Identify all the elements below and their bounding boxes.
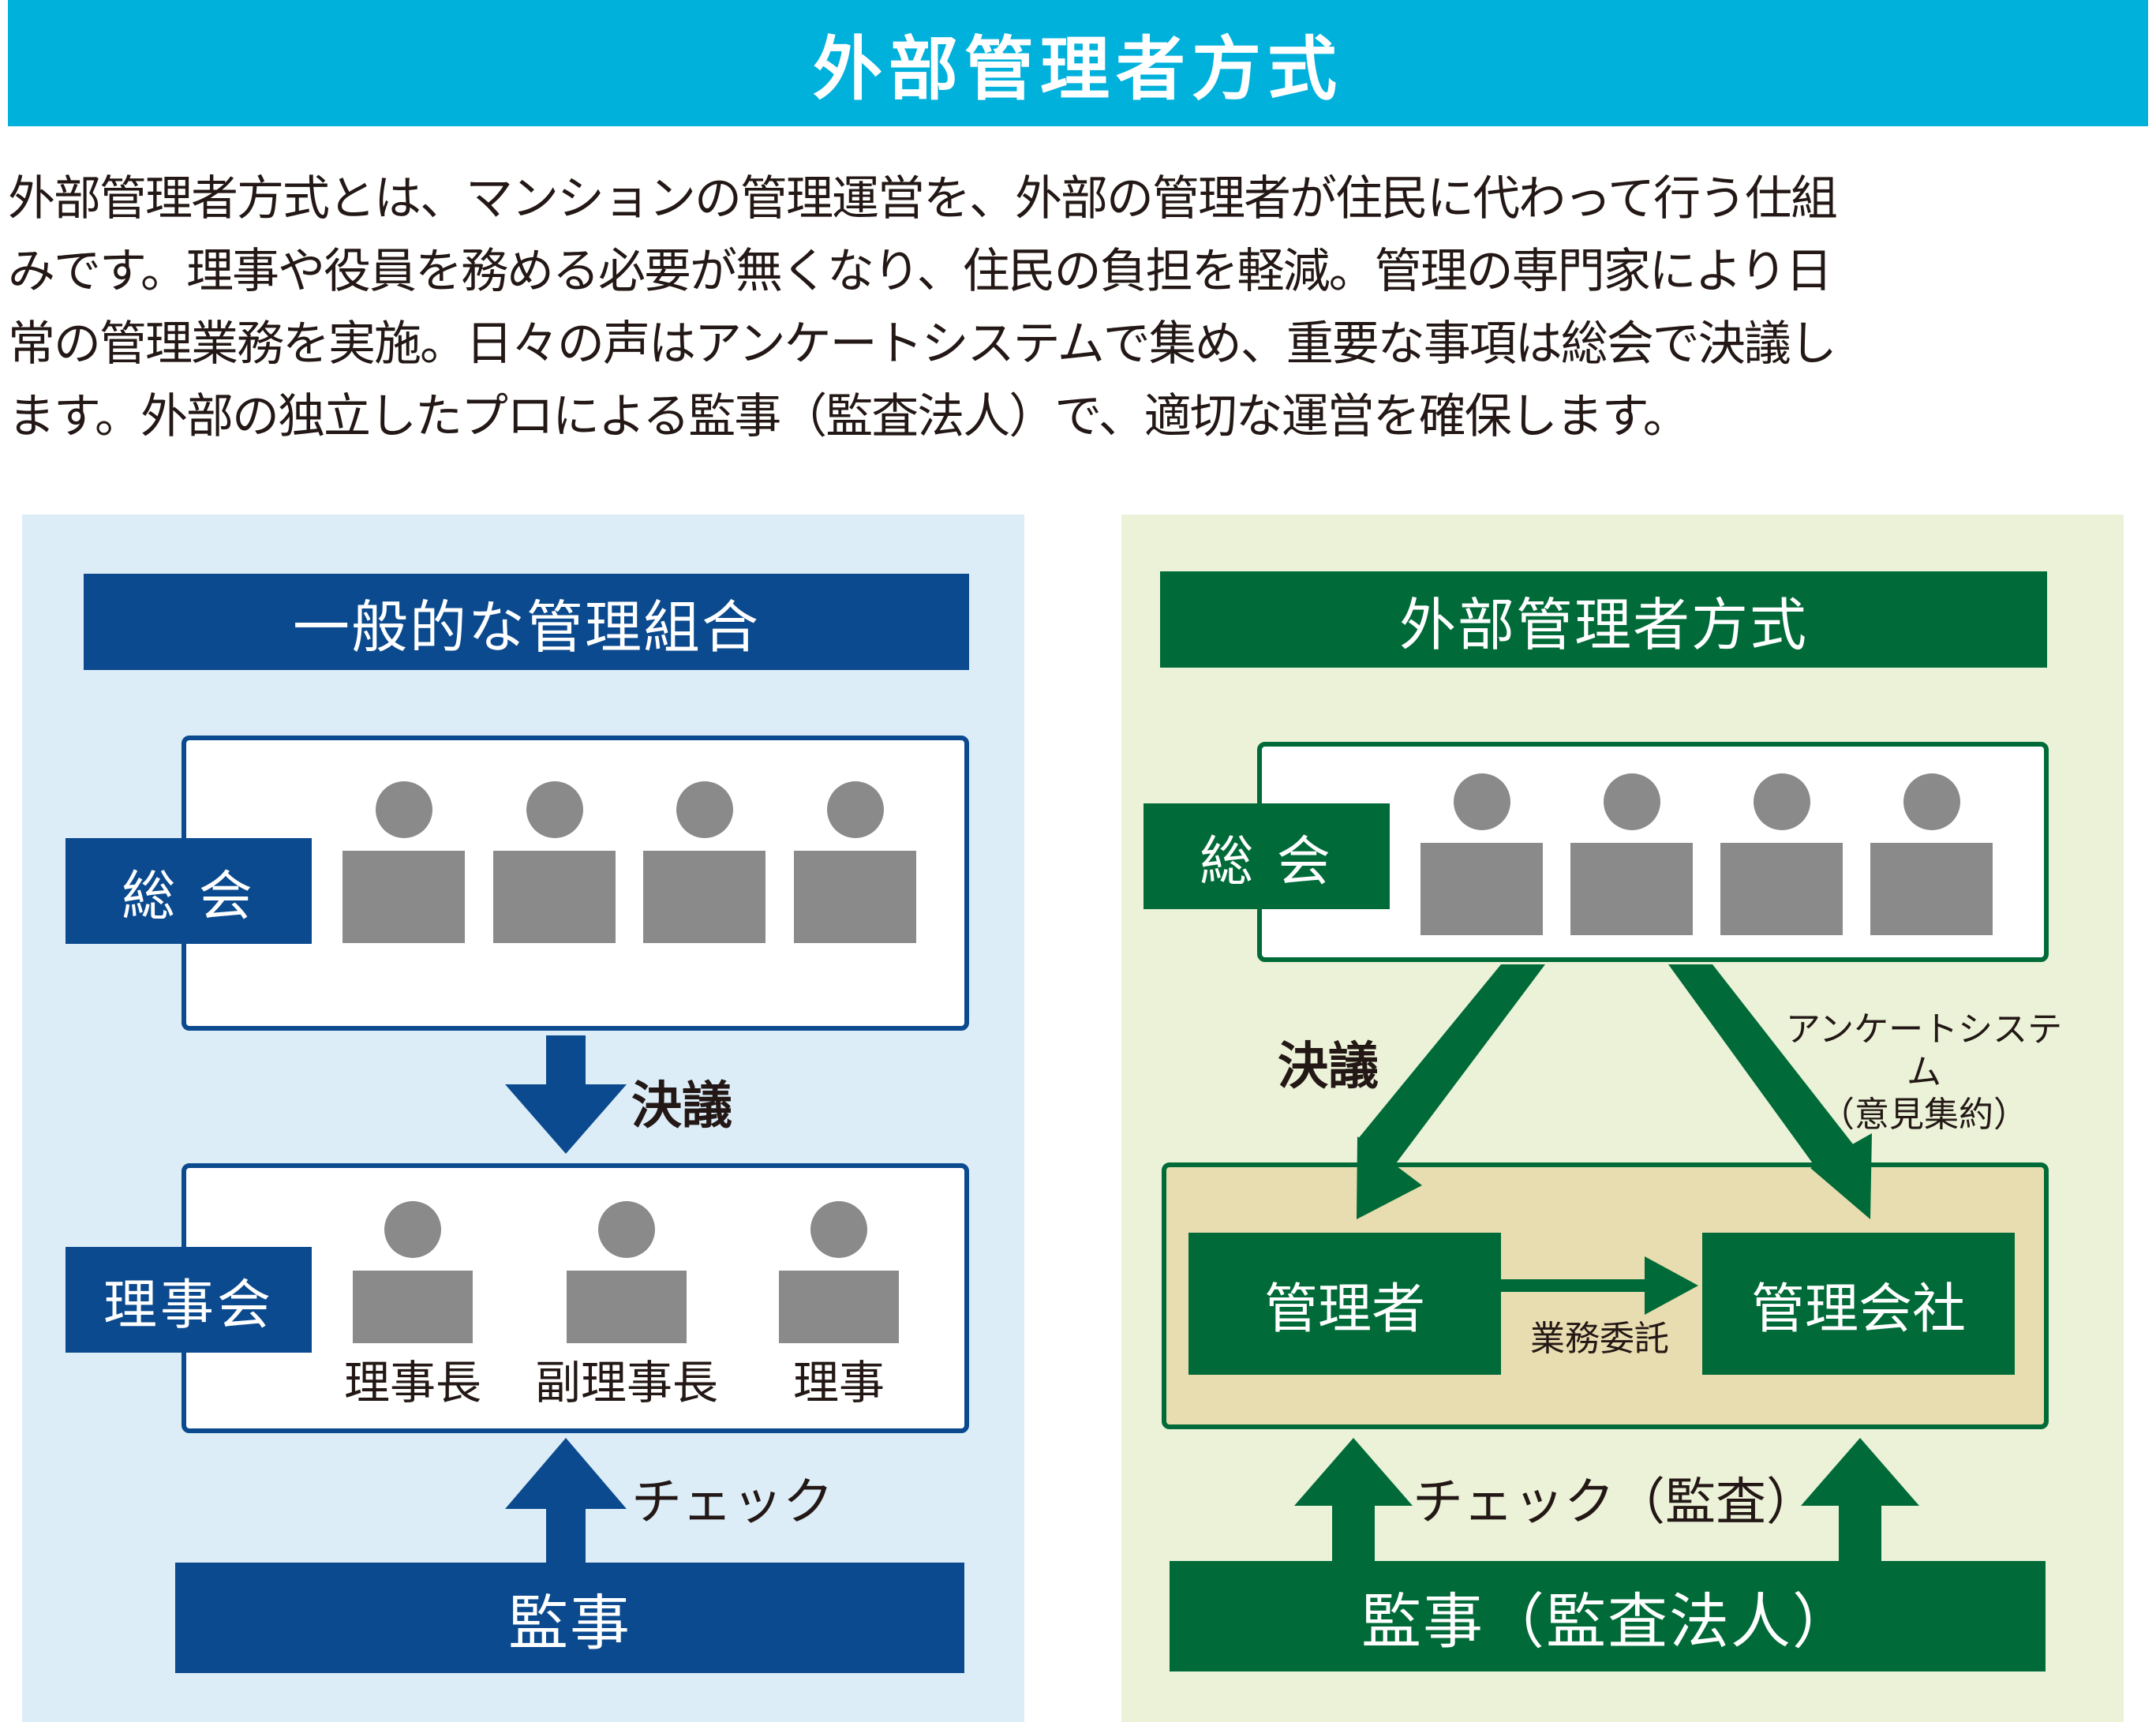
member-icon (794, 781, 916, 943)
left-resolution-label: 決議 (631, 1077, 732, 1136)
left-panel-title: 一般的な管理組合 (84, 574, 969, 670)
member-icon (493, 781, 616, 943)
right-auditor-bar: 監事（監査法人） (1170, 1561, 2046, 1671)
right-check-arrow-right (1801, 1438, 1919, 1563)
survey-label: アンケートシステム （意見集約） (1782, 1009, 2066, 1136)
right-check-arrow-left (1294, 1438, 1413, 1563)
left-resolution-arrow (505, 1035, 627, 1154)
right-panel (1121, 515, 2124, 1722)
right-survey-arrow (1668, 964, 1872, 1219)
page-title: 外部管理者方式 (8, 0, 2148, 126)
left-board-tag: 理事会 (66, 1247, 312, 1353)
left-panel (22, 515, 1024, 1722)
delegation-label: 業務委託 (1530, 1319, 1669, 1359)
left-check-label: チェック (631, 1473, 833, 1532)
delegation-arrow (1501, 1256, 1698, 1315)
member-icon (342, 781, 465, 943)
right-assembly-tag: 総 会 (1144, 803, 1390, 909)
survey-label-line2: （意見集約） (1820, 1095, 2028, 1135)
right-resolution-label: 決議 (1278, 1038, 1379, 1096)
member-icon (1570, 773, 1693, 935)
left-check-arrow (505, 1438, 627, 1564)
member-icon (567, 1201, 687, 1343)
manager-box: 管理者 (1188, 1233, 1501, 1375)
intro-line: 常の管理業務を実施。日々の声はアンケートシステムで集め、重要な事項は総会で決議し (8, 316, 1837, 372)
member-icon (779, 1201, 899, 1343)
right-panel-title: 外部管理者方式 (1160, 571, 2047, 668)
member-icon (353, 1201, 473, 1343)
member-icon (1420, 773, 1543, 935)
right-resolution-arrow (1357, 964, 1545, 1219)
role-label-vice-chair: 副理事長 (534, 1356, 718, 1409)
right-check-label: チェック（監査） (1413, 1473, 1817, 1532)
survey-label-line1: アンケートシステム (1785, 1009, 2063, 1092)
member-icon (1870, 773, 1993, 935)
role-label-director: 理事 (792, 1356, 885, 1409)
member-icon (1720, 773, 1843, 935)
intro-paragraph: 外部管理者方式とは、マンションの管理運営を、外部の管理者が住民に代わって行う仕組… (8, 163, 2148, 453)
management-company-box: 管理会社 (1702, 1233, 2015, 1375)
left-assembly-tag: 総 会 (66, 838, 312, 944)
left-auditor-bar: 監事 (175, 1563, 964, 1673)
intro-line: ます。外部の独立したプロによる監事（監査法人）で、適切な運営を確保します。 (8, 389, 1690, 444)
member-icon (643, 781, 765, 943)
intro-line: 外部管理者方式とは、マンションの管理運営を、外部の管理者が住民に代わって行う仕組 (8, 171, 1838, 226)
role-label-chair: 理事長 (343, 1356, 481, 1409)
intro-line: みです。理事や役員を務める必要が無くなり、住民の負担を軽減。管理の専門家により日 (8, 244, 1832, 299)
